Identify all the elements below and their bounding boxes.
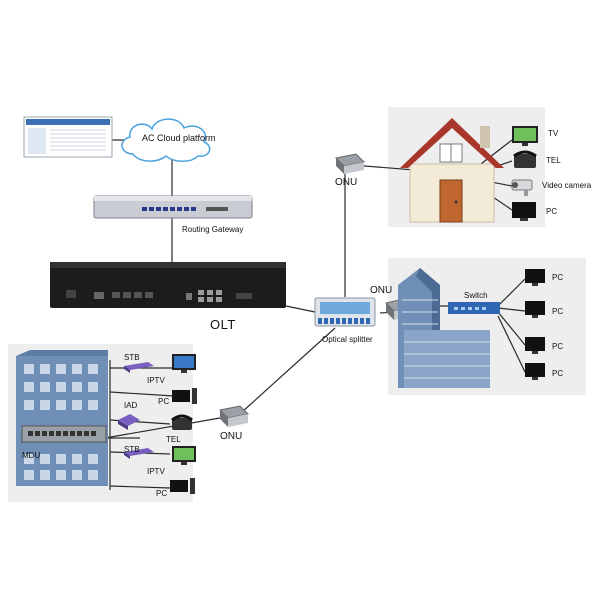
mdu-building bbox=[16, 350, 108, 486]
tv-icon bbox=[512, 126, 538, 146]
telephone-icon-house bbox=[513, 150, 537, 168]
routing-gateway-device bbox=[93, 195, 253, 219]
pc-office-4-label: PC bbox=[552, 369, 564, 378]
pc-icon-office-4 bbox=[525, 363, 545, 380]
video-camera-icon bbox=[511, 179, 533, 196]
pc-icon-house bbox=[512, 202, 536, 221]
pc-mdu-bottom-label: PC bbox=[156, 489, 168, 498]
stb-top-label: STB bbox=[124, 353, 140, 362]
optical-splitter-device bbox=[314, 297, 376, 327]
iptv-bottom-label: IPTV bbox=[147, 467, 165, 476]
onu-top-label: ONU bbox=[335, 177, 358, 188]
onu-mid-label: ONU bbox=[370, 285, 393, 296]
onu-bottom-device bbox=[218, 405, 250, 427]
pc-office-1-label: PC bbox=[552, 273, 564, 282]
onu-top-device bbox=[334, 153, 366, 174]
olt-device bbox=[50, 262, 286, 308]
iptv-top-label: IPTV bbox=[147, 376, 165, 385]
cloud-label: AC Cloud platform bbox=[142, 133, 216, 143]
stb-bottom-device bbox=[124, 448, 154, 459]
olt-label: OLT bbox=[210, 317, 236, 332]
switch-label: Switch bbox=[464, 291, 488, 300]
pc-mdu-bottom-icon bbox=[170, 478, 195, 494]
pc-office-3-label: PC bbox=[552, 342, 564, 351]
iptv-bottom-icon bbox=[172, 446, 196, 465]
house-building bbox=[400, 118, 504, 223]
tv-label: TV bbox=[548, 129, 559, 138]
pc-icon-office-1 bbox=[525, 269, 545, 286]
pc-mdu-top-icon bbox=[172, 388, 197, 404]
cloud-platform-monitor bbox=[23, 116, 113, 158]
mdu-label: MDU bbox=[22, 451, 41, 460]
pc-office-2-label: PC bbox=[552, 307, 564, 316]
onu-bottom-label: ONU bbox=[220, 431, 243, 442]
tel-house-label: TEL bbox=[546, 156, 561, 165]
iad-label: IAD bbox=[124, 401, 138, 410]
pc-icon-office-2 bbox=[525, 301, 545, 318]
optical-splitter-label: Optical splitter bbox=[322, 335, 373, 344]
switch-device bbox=[448, 302, 500, 314]
iad-device bbox=[118, 414, 140, 430]
pc-mdu-top-label: PC bbox=[158, 397, 170, 406]
pc-icon-office-3 bbox=[525, 337, 545, 354]
telephone-icon-mdu bbox=[171, 414, 193, 430]
connection-lines bbox=[68, 139, 526, 490]
video-camera-label: Video camera bbox=[542, 181, 592, 190]
mdu-switch-device bbox=[21, 425, 107, 443]
cloud-icon bbox=[121, 118, 211, 162]
tel-mdu-label: TEL bbox=[166, 435, 181, 444]
routing-gateway-label: Routing Gateway bbox=[182, 225, 244, 234]
iptv-top-icon bbox=[172, 354, 196, 373]
pc-house-label: PC bbox=[546, 207, 558, 216]
stb-bottom-label: STB bbox=[124, 445, 140, 454]
office-building bbox=[398, 268, 490, 388]
stb-top-device bbox=[124, 362, 154, 373]
